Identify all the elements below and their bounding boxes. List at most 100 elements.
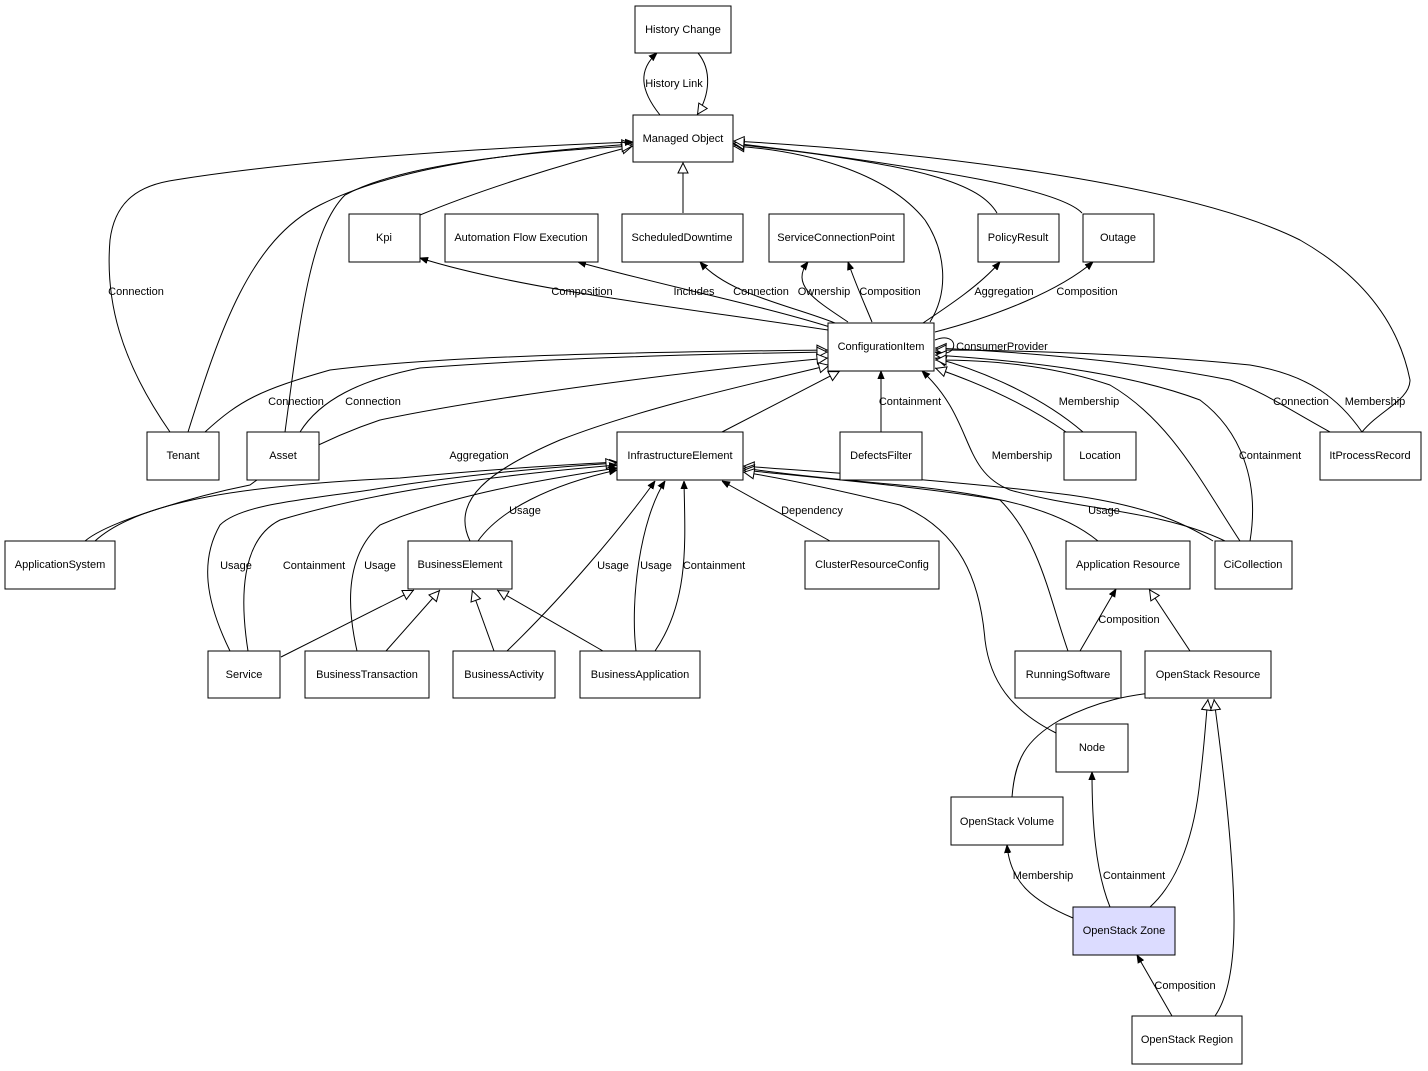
edge-mo-to-history — [643, 53, 661, 116]
edge-cicoll-ci-mem — [922, 371, 1226, 542]
node-service[interactable]: Service — [207, 650, 281, 699]
label-ci-sd-connection: Connection — [733, 286, 789, 298]
edge-ci-pr — [919, 262, 1000, 326]
edge-ie-ci — [721, 370, 841, 433]
node-infrastructure-element[interactable]: InfrastructureElement — [616, 431, 744, 481]
edge-outage-to-mo — [733, 143, 1083, 214]
edge-ar-ie — [743, 468, 1099, 542]
edge-rs-ar — [1079, 589, 1116, 652]
node-label: ClusterResourceConfig — [815, 559, 929, 571]
node-openstack-resource[interactable]: OpenStack Resource — [1144, 650, 1272, 699]
node-business-transaction[interactable]: BusinessTransaction — [304, 650, 430, 699]
node-automation-flow-execution[interactable]: Automation Flow Execution — [444, 213, 599, 263]
node-label: RunningSoftware — [1026, 669, 1110, 681]
node-label: OpenStack Zone — [1083, 925, 1166, 937]
edge-bapp-ie-cont — [654, 481, 685, 652]
node-label: ServiceConnectionPoint — [777, 232, 894, 244]
label-loc-ci-membership: Membership — [1059, 396, 1120, 408]
edge-be-ie-usage — [477, 470, 617, 542]
node-defects-filter[interactable]: DefectsFilter — [839, 431, 923, 481]
edge-loc-ci — [934, 368, 1067, 433]
edge-ipr-to-mo — [733, 141, 1411, 433]
node-label: BusinessTransaction — [316, 669, 418, 681]
node-label: Outage — [1100, 232, 1136, 244]
label-service-ie-containment: Containment — [283, 560, 345, 572]
edge-labels: History Link Connection Composition Incl… — [108, 78, 1405, 992]
node-application-resource[interactable]: Application Resource — [1065, 540, 1191, 590]
node-node[interactable]: Node — [1055, 723, 1129, 773]
node-application-system[interactable]: ApplicationSystem — [4, 540, 116, 590]
edge-ci-scp-comp — [848, 262, 873, 323]
edge-ci-outage — [934, 262, 1093, 333]
label-ci-kpi-composition: Composition — [551, 286, 612, 298]
node-managed-object[interactable]: Managed Object — [632, 114, 734, 163]
node-location[interactable]: Location — [1063, 431, 1137, 481]
node-openstack-volume[interactable]: OpenStack Volume — [950, 796, 1064, 846]
edge-appsys-ie — [94, 462, 617, 542]
node-label: ConfigurationItem — [838, 341, 925, 353]
edges — [84, 52, 1411, 1017]
label-zone-node-containment: Containment — [1103, 870, 1165, 882]
node-configuration-item[interactable]: ConfigurationItem — [827, 322, 935, 372]
node-label: Automation Flow Execution — [454, 232, 587, 244]
edge-zone-node — [1092, 772, 1111, 908]
node-openstack-region[interactable]: OpenStack Region — [1131, 1015, 1243, 1065]
node-asset[interactable]: Asset — [246, 431, 320, 481]
label-tenant-mo-connection: Connection — [108, 286, 164, 298]
nodes: History Change Managed Object Kpi Automa… — [4, 5, 1422, 1065]
label-bt-ie-usage: Usage — [364, 560, 396, 572]
node-label: Asset — [269, 450, 297, 462]
node-business-element[interactable]: BusinessElement — [407, 540, 513, 590]
label-cicoll-ci-containment: Containment — [1239, 450, 1301, 462]
node-label: Node — [1079, 742, 1105, 754]
edge-bt-ie-usage — [350, 468, 617, 652]
edge-ipr-ci — [935, 348, 1331, 433]
node-label: InfrastructureElement — [627, 450, 732, 462]
node-service-connection-point[interactable]: ServiceConnectionPoint — [768, 213, 905, 263]
edge-ci-kpi — [420, 258, 829, 331]
node-tenant[interactable]: Tenant — [146, 431, 220, 481]
edge-ci-afe — [578, 262, 831, 328]
label-ci-outage-composition: Composition — [1056, 286, 1117, 298]
edge-crc-ie — [722, 481, 831, 542]
edge-zone-vol — [1007, 845, 1074, 919]
node-business-activity[interactable]: BusinessActivity — [452, 650, 556, 699]
node-kpi[interactable]: Kpi — [348, 213, 421, 263]
edge-cicoll-ci-3 — [935, 360, 1241, 542]
node-it-process-record[interactable]: ItProcessRecord — [1319, 431, 1422, 481]
node-label: Managed Object — [643, 133, 724, 145]
node-history-change[interactable]: History Change — [634, 5, 732, 54]
node-cluster-resource-config[interactable]: ClusterResourceConfig — [804, 540, 940, 590]
label-bapp-ie-usage: Usage — [640, 560, 672, 572]
edge-node-ie — [743, 472, 1057, 734]
edge-service-be — [280, 589, 415, 658]
node-policy-result[interactable]: PolicyResult — [977, 213, 1060, 263]
edge-history-to-mo — [696, 52, 708, 116]
label-ba-ie-usage: Usage — [597, 560, 629, 572]
edge-service-ie-cont — [243, 465, 617, 652]
node-label: Location — [1079, 450, 1121, 462]
edge-rs-ie — [743, 470, 1069, 652]
node-label: Service — [226, 669, 263, 681]
edge-bapp-ie-usage — [633, 481, 665, 652]
node-running-software[interactable]: RunningSoftware — [1014, 650, 1122, 699]
edge-region-osr — [1214, 699, 1235, 1017]
node-openstack-zone[interactable]: OpenStack Zone — [1072, 906, 1176, 956]
node-label: OpenStack Volume — [960, 816, 1054, 828]
edge-cicoll-ci-cont — [935, 355, 1254, 542]
node-label: ScheduledDowntime — [632, 232, 733, 244]
edge-ci-sd — [700, 262, 836, 324]
node-label: History Change — [645, 24, 721, 36]
edge-ipr-ci-2 — [935, 350, 1363, 433]
label-ipr-ci-connection: Connection — [1273, 396, 1329, 408]
label-asset-ci-connection: Connection — [345, 396, 401, 408]
node-scheduled-downtime[interactable]: ScheduledDowntime — [621, 213, 744, 263]
node-business-application[interactable]: BusinessApplication — [579, 650, 701, 699]
label-appsys-ie-aggregation: Aggregation — [449, 450, 508, 462]
node-label: Kpi — [376, 232, 392, 244]
node-label: ItProcessRecord — [1329, 450, 1410, 462]
node-ci-collection[interactable]: CiCollection — [1214, 540, 1293, 590]
node-outage[interactable]: Outage — [1082, 213, 1155, 263]
edge-osr-ar — [1148, 588, 1191, 652]
label-ci-scp-ownership: Ownership — [798, 286, 851, 298]
